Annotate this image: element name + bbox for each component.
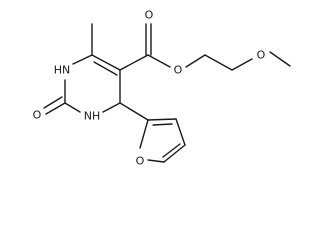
bond-c6-c5-double [93,61,118,76]
bond-n3-c2 [64,102,81,113]
bond-furan-c2-c3 [147,118,177,121]
atom-label-n3: NH [84,110,101,123]
bond-ccarbonyl-oether [147,54,171,68]
bond-c6-c5 [91,54,121,71]
atom-label-o-ether-ester: O [174,64,183,77]
bond-furan-c5-o [147,159,165,163]
atom-label-o-methoxy: O [257,49,266,62]
bond-furan-o-c2 [139,119,149,149]
bond-furan-c4-c5-double [162,143,181,158]
bond-ch2-ch2 [204,54,233,71]
bond-omethoxy-ch3 [269,51,291,67]
bond-c4-n3 [102,102,121,113]
atom-label-o-carbonyl-ester: O [145,9,154,22]
bond-furan-c2-c3-double [152,123,173,126]
bond-furan-c4-c5 [163,144,186,163]
structure-diagram: O O O HN NH O O [33,9,291,168]
bond-n1-c6 [72,54,93,65]
bond-c2-o [45,102,66,115]
bond-c5-ccarbonyl [119,54,149,71]
bond-ch2-omethoxy [231,58,253,71]
bond-oether-ch2 [185,54,206,68]
molecule-drawing: O O O HN NH O O [33,9,291,168]
atom-label-o-furan: O [136,155,145,168]
bond-c2-o-double [43,96,63,109]
bond-c4-furan-c2 [119,102,149,121]
atom-label-o-urea: O [33,109,42,122]
bond-furan-c3-c4 [175,118,186,146]
atom-label-n1: HN [54,64,71,77]
